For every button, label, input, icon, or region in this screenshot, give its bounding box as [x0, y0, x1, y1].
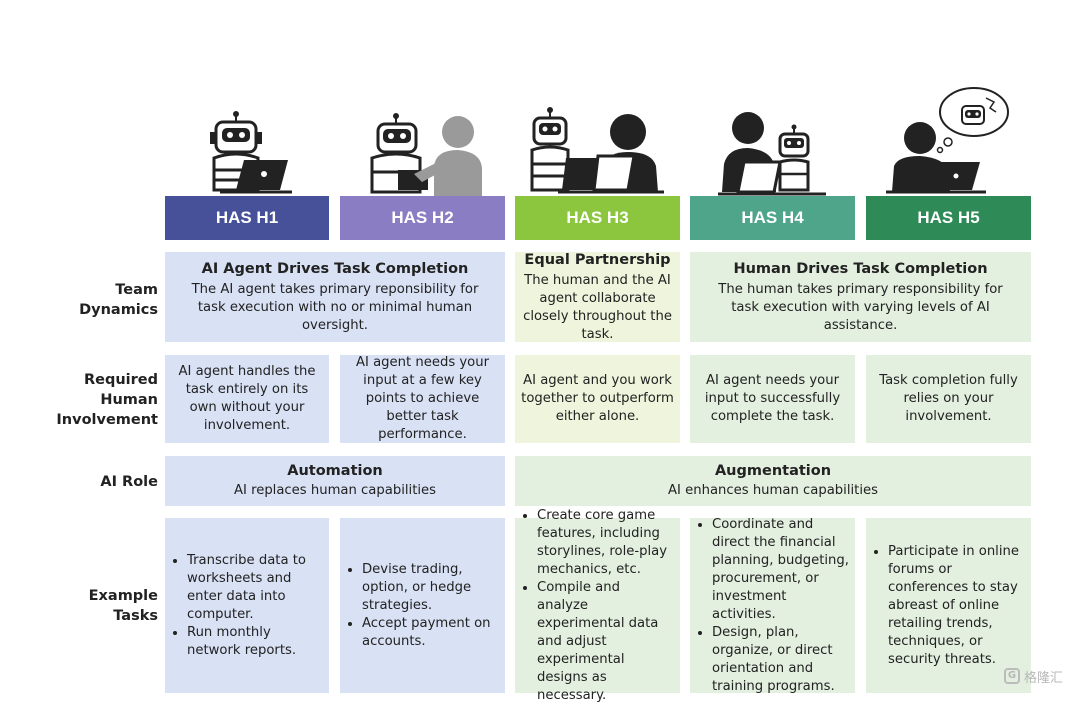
row-label-line: Tasks [113, 607, 158, 624]
task-item: Devise trading, option, or hedge strateg… [362, 561, 499, 615]
watermark: G 格隆汇 [1004, 664, 1063, 688]
tasks-h4: Coordinate and direct the financial plan… [690, 516, 855, 696]
cell-text: The AI agent takes primary reponsibility… [191, 281, 479, 333]
header-label: HAS H5 [917, 208, 980, 227]
tasks-h1: Transcribe data to worksheets and enter … [165, 518, 329, 693]
header-label: HAS H2 [391, 208, 454, 227]
row-label-line: Example [88, 587, 158, 604]
row-label-line: Team [115, 282, 158, 298]
row-label-line: Dynamics [79, 302, 158, 318]
tasks-h2: Devise trading, option, or hedge strateg… [340, 518, 505, 693]
task-item: Coordinate and direct the financial plan… [712, 516, 849, 624]
ai-role-augmentation: Augmentation AI enhances human capabilit… [515, 456, 1031, 506]
header-label: HAS H1 [215, 208, 279, 227]
row-label-line: Required [83, 372, 158, 388]
involvement-h5: Task completion fully relies on your inv… [866, 355, 1031, 443]
involvement-h4: AI agent needs your input to successfull… [690, 355, 855, 443]
row-label-line: Human [100, 392, 158, 408]
header-has-h4: HAS H4 [690, 196, 855, 240]
task-item: Create core game features, including sto… [537, 507, 674, 579]
ai-role-automation: Automation AI replaces human capabilitie… [165, 456, 505, 506]
row-label-team-dynamics: Team Dynamics [40, 258, 158, 342]
watermark-logo-icon: G [1004, 668, 1020, 684]
team-dynamics-equal-partnership: Equal Partnership The human and the AI a… [515, 252, 680, 342]
person-with-robot-thought-icon [886, 87, 1009, 194]
header-label: HAS H4 [741, 208, 804, 227]
watermark-text: 格隆汇 [1024, 670, 1064, 686]
team-dynamics-ai-drives: AI Agent Drives Task Completion The AI a… [165, 252, 505, 342]
cell-title: Automation [287, 463, 383, 479]
row-label-ai-role: AI Role [40, 458, 158, 506]
header-has-h3: HAS H3 [515, 196, 680, 240]
task-item: Design, plan, organize, or direct orient… [712, 624, 849, 696]
cell-text: The human and the AI agent collaborate c… [523, 272, 672, 342]
cell-text: Task completion fully relies on your inv… [879, 373, 1018, 424]
cell-title: AI Agent Drives Task Completion [201, 260, 469, 277]
row-label-line: AI Role [100, 474, 158, 490]
cell-text: AI agent needs your input to successfull… [704, 373, 841, 424]
tasks-h3: Create core game features, including sto… [515, 508, 680, 703]
team-dynamics-human-drives: Human Drives Task Completion The human t… [690, 252, 1031, 342]
cell-text: AI agent handles the task entirely on it… [178, 364, 316, 433]
row-label-line: Involvement [56, 412, 158, 428]
cell-title: Human Drives Task Completion [733, 260, 988, 277]
robot-and-person-icon [370, 113, 482, 196]
task-item: Accept payment on accounts. [362, 615, 499, 651]
cell-text: AI enhances human capabilities [668, 483, 878, 498]
tasks-h5: Participate in online forums or conferen… [866, 518, 1031, 693]
cell-text: The human takes primary responsibility f… [718, 281, 1003, 333]
cell-title: Equal Partnership [524, 251, 671, 268]
header-label: HAS H3 [566, 208, 629, 227]
person-with-small-robot-icon [718, 112, 826, 196]
involvement-h2: AI agent needs your input at a few key p… [340, 355, 505, 443]
header-has-h5: HAS H5 [866, 196, 1031, 240]
robot-with-laptop-icon [210, 111, 292, 194]
row-label-example-tasks: Example Tasks [40, 518, 158, 693]
robot-and-person-partnership-icon [530, 107, 664, 194]
cell-text: AI agent needs your input at a few key p… [355, 355, 490, 442]
task-item: Transcribe data to worksheets and enter … [187, 552, 323, 624]
header-has-h1: HAS H1 [165, 196, 329, 240]
task-item: Compile and analyze experimental data an… [537, 579, 674, 705]
involvement-h1: AI agent handles the task entirely on it… [165, 355, 329, 443]
row-label-human-involvement: Required Human Involvement [40, 355, 158, 445]
cell-text: AI replaces human capabilities [233, 483, 437, 498]
header-has-h2: HAS H2 [340, 196, 505, 240]
cell-title: Augmentation [714, 463, 832, 479]
task-item: Participate in online forums or conferen… [888, 543, 1025, 669]
task-item: Run monthly network reports. [187, 624, 323, 660]
involvement-h3: AI agent and you work together to outper… [515, 355, 680, 443]
cell-text: AI agent and you work together to outper… [521, 373, 674, 424]
